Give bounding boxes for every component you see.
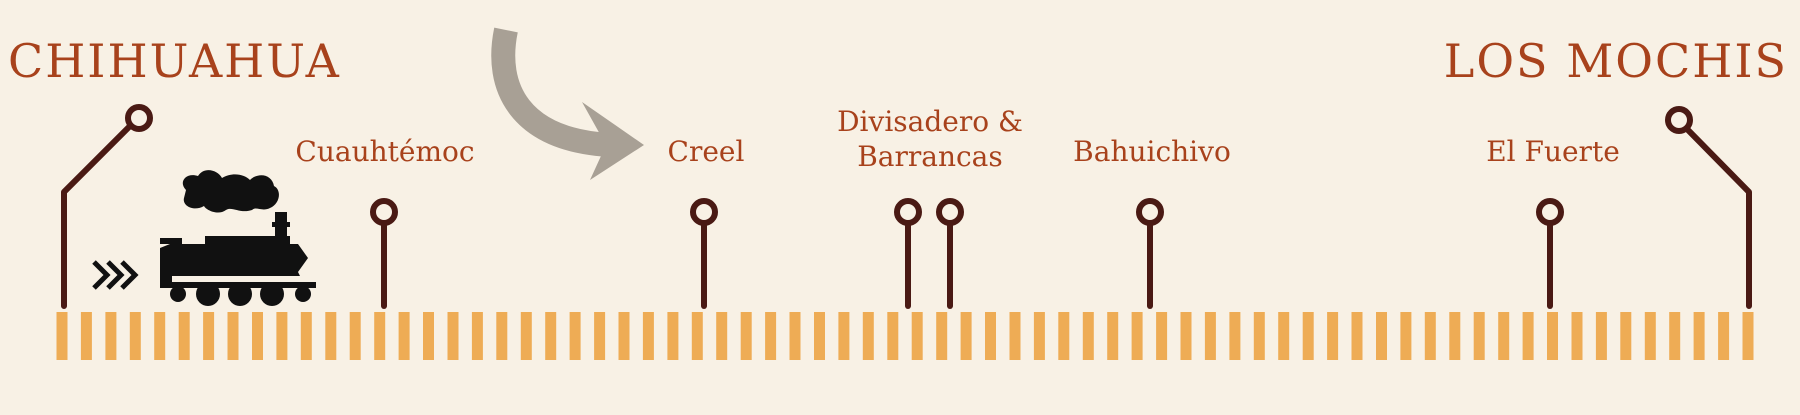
track-tie bbox=[1449, 312, 1461, 360]
track-tie bbox=[1522, 312, 1534, 360]
track-tie bbox=[80, 312, 92, 360]
track-tie bbox=[545, 312, 557, 360]
track-tie bbox=[423, 312, 434, 360]
track-tie bbox=[569, 312, 581, 360]
track-tie bbox=[1253, 312, 1265, 360]
track-tie bbox=[129, 312, 141, 360]
track-tie bbox=[1131, 312, 1143, 360]
end-signal bbox=[1665, 106, 1752, 309]
track-tie bbox=[1278, 312, 1290, 360]
station-label-creel: Creel bbox=[667, 135, 745, 168]
track-tie bbox=[985, 312, 996, 360]
track-tie bbox=[300, 312, 312, 360]
track-tie bbox=[911, 312, 923, 360]
track-tie bbox=[1742, 312, 1754, 360]
track-tie bbox=[1204, 312, 1216, 360]
track-tie bbox=[1327, 312, 1339, 360]
track-tie bbox=[1620, 312, 1632, 360]
track-tie bbox=[789, 312, 801, 360]
station-label-divisadero-barrancas: Divisadero & Barrancas bbox=[837, 105, 1023, 173]
track-tie bbox=[496, 312, 508, 360]
track-tie bbox=[1033, 312, 1045, 360]
station-pin bbox=[1536, 198, 1564, 309]
track-tie bbox=[349, 312, 361, 360]
track-tie bbox=[1107, 312, 1119, 360]
track-tie bbox=[1571, 312, 1583, 360]
track-tie bbox=[227, 312, 239, 360]
track-tie bbox=[203, 312, 215, 360]
track-tie bbox=[325, 312, 337, 360]
track-tie bbox=[1082, 312, 1094, 360]
track-tie bbox=[594, 312, 606, 360]
track-tie bbox=[1229, 312, 1241, 360]
track-tie bbox=[1595, 312, 1607, 360]
track-tie bbox=[765, 312, 777, 360]
station-label-cuauhtemoc: Cuauhtémoc bbox=[295, 135, 475, 168]
track-tie bbox=[1009, 312, 1021, 360]
track-tie bbox=[471, 312, 483, 360]
station-label-el-fuerte: El Fuerte bbox=[1486, 135, 1620, 168]
origin-station-title: CHIHUAHUA bbox=[8, 34, 341, 88]
track-tie bbox=[1400, 312, 1412, 360]
track-tie bbox=[1547, 312, 1558, 360]
station-pin bbox=[370, 198, 398, 309]
station-pin bbox=[690, 198, 718, 309]
track-tie bbox=[1351, 312, 1363, 360]
track-tie bbox=[1644, 312, 1656, 360]
station-label-bahuichivo: Bahuichivo bbox=[1073, 135, 1231, 168]
track-tie bbox=[56, 312, 68, 360]
track-tie bbox=[667, 312, 679, 360]
track-tie bbox=[105, 312, 117, 360]
track-tie bbox=[252, 312, 263, 360]
locomotive-icon bbox=[160, 170, 316, 306]
track-tie bbox=[1302, 312, 1314, 360]
track-tie bbox=[1180, 312, 1192, 360]
track-tie bbox=[1693, 312, 1705, 360]
track-tie bbox=[1669, 312, 1681, 360]
track-tie bbox=[814, 312, 825, 360]
destination-station-title: LOS MOCHIS bbox=[1443, 34, 1788, 88]
direction-arrow-icon bbox=[491, 27, 644, 180]
track-tie bbox=[936, 312, 948, 360]
track-tie bbox=[838, 312, 850, 360]
station-pin bbox=[1136, 198, 1164, 309]
track-tie bbox=[398, 312, 410, 360]
track-tie bbox=[1376, 312, 1387, 360]
track-tie bbox=[374, 312, 386, 360]
track-tie bbox=[1473, 312, 1485, 360]
track-tie bbox=[1058, 312, 1070, 360]
track-tie bbox=[520, 312, 532, 360]
track-tie bbox=[1718, 312, 1730, 360]
track-tie bbox=[691, 312, 703, 360]
start-signal bbox=[61, 104, 153, 309]
track-tie bbox=[1156, 312, 1168, 360]
track-tie bbox=[178, 312, 190, 360]
station-pin bbox=[936, 198, 964, 309]
chevrons-icon bbox=[92, 260, 139, 290]
track-tie bbox=[447, 312, 459, 360]
track-tie bbox=[862, 312, 874, 360]
track-tie bbox=[618, 312, 630, 360]
track-tie bbox=[887, 312, 899, 360]
track-tie bbox=[642, 312, 654, 360]
track-tie bbox=[276, 312, 288, 360]
track-tie bbox=[154, 312, 166, 360]
railroad-track bbox=[56, 312, 1754, 360]
track-tie bbox=[716, 312, 728, 360]
track-tie bbox=[740, 312, 752, 360]
track-tie bbox=[960, 312, 972, 360]
track-tie bbox=[1498, 312, 1510, 360]
station-pin bbox=[894, 198, 922, 309]
track-tie bbox=[1424, 312, 1436, 360]
